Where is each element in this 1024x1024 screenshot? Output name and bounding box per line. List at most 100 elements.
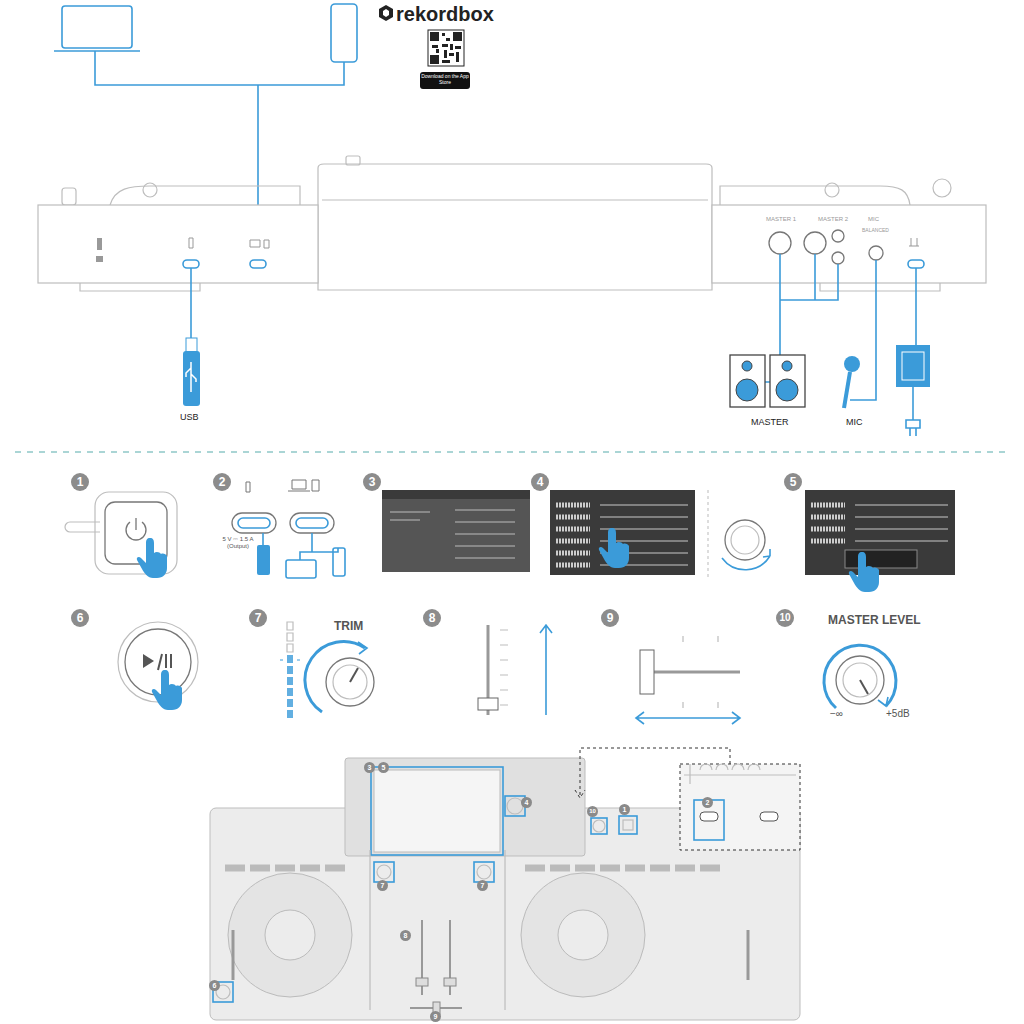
power-button bbox=[623, 820, 633, 830]
turn-arrow bbox=[824, 645, 896, 708]
port-icons bbox=[189, 238, 919, 248]
rotate-arrow bbox=[722, 556, 770, 570]
fader-ticks bbox=[500, 630, 508, 705]
knob-inner bbox=[843, 663, 877, 697]
control-name: MASTER LEVEL bbox=[828, 614, 921, 627]
tweeter bbox=[782, 361, 792, 371]
usb-wire bbox=[262, 533, 264, 545]
rear-right bbox=[712, 205, 986, 283]
port-label: MIC bbox=[868, 216, 879, 223]
fader-cap bbox=[478, 698, 498, 710]
callout-number: 2 bbox=[702, 797, 713, 808]
usb-port bbox=[183, 260, 199, 268]
separator bbox=[708, 490, 709, 578]
screen bbox=[382, 490, 530, 572]
host-port bbox=[760, 812, 778, 821]
jog-wheel bbox=[228, 873, 352, 997]
hand bbox=[137, 538, 167, 578]
usb-wire bbox=[190, 268, 192, 340]
trim-knob bbox=[477, 865, 491, 879]
screen bbox=[550, 490, 695, 575]
highlight bbox=[474, 862, 494, 882]
waveforms bbox=[811, 505, 845, 541]
popup bbox=[845, 550, 917, 568]
rotary-knob bbox=[725, 520, 765, 560]
callout-number: 9 bbox=[430, 1011, 441, 1022]
power-wire bbox=[915, 268, 917, 345]
level-meter bbox=[287, 622, 293, 652]
mixer-section bbox=[370, 850, 505, 1010]
jog-center bbox=[265, 910, 315, 960]
callout-number: 1 bbox=[619, 804, 630, 815]
callout-number: 7 bbox=[477, 880, 488, 891]
port-icons bbox=[246, 480, 319, 492]
usb-port bbox=[232, 513, 276, 533]
part-name: MIC bbox=[846, 418, 863, 428]
usb-symbol bbox=[186, 362, 196, 392]
callout-number: 3 bbox=[363, 473, 381, 491]
divider bbox=[15, 451, 1005, 452]
badge-text: Download on the App Store bbox=[420, 74, 470, 85]
pads bbox=[225, 865, 720, 872]
qr-code bbox=[428, 30, 464, 66]
callout-number: 6 bbox=[209, 980, 220, 991]
fader-cap bbox=[444, 978, 456, 986]
callout-number: 2 bbox=[213, 473, 231, 491]
knob bbox=[62, 188, 76, 205]
control-name: TRIM bbox=[334, 620, 363, 633]
callout-number: 7 bbox=[377, 880, 388, 891]
track-list bbox=[855, 505, 948, 541]
play-symbol bbox=[143, 654, 154, 668]
double-arrow bbox=[636, 712, 740, 724]
power-cable bbox=[912, 387, 914, 420]
part-name: USB bbox=[180, 413, 199, 423]
pause-symbol bbox=[158, 654, 171, 670]
level-meter-lit bbox=[287, 655, 293, 718]
power-plug bbox=[906, 420, 920, 436]
callout-number: 10 bbox=[587, 806, 598, 817]
xlr-jack bbox=[804, 232, 826, 254]
mic-handle bbox=[844, 372, 850, 408]
hand bbox=[849, 552, 879, 592]
scale-label: +5dB bbox=[886, 708, 910, 719]
top-knob bbox=[346, 156, 360, 165]
lock-icon bbox=[96, 238, 103, 262]
knob-pointer bbox=[350, 668, 358, 682]
hand bbox=[599, 528, 629, 568]
spec-label: 5 V ⎓ 1.5 A (Output) bbox=[218, 536, 258, 549]
arrow-head bbox=[763, 549, 770, 557]
mic-head bbox=[844, 356, 860, 372]
callout-number: 6 bbox=[71, 609, 89, 627]
knob bbox=[933, 179, 951, 197]
master-level-knob bbox=[593, 820, 605, 832]
part-name: MASTER bbox=[751, 418, 789, 428]
screen bbox=[374, 770, 500, 852]
screen-items bbox=[390, 510, 515, 558]
inset-detail bbox=[684, 764, 796, 784]
adapter-line bbox=[902, 352, 924, 380]
trim-knob-inner bbox=[333, 665, 367, 699]
mic-wire bbox=[850, 260, 876, 400]
arrow-head bbox=[358, 642, 367, 654]
callout-number: 7 bbox=[249, 609, 267, 627]
callout-number: 5 bbox=[378, 762, 389, 773]
rca-jack bbox=[832, 230, 844, 242]
power-adapter bbox=[896, 345, 930, 387]
waveforms bbox=[556, 505, 590, 565]
faders bbox=[410, 920, 462, 1008]
feet bbox=[80, 283, 940, 291]
host-port-inner bbox=[296, 518, 328, 528]
highlight bbox=[371, 767, 503, 855]
meter-marker bbox=[280, 660, 300, 661]
screen-housing bbox=[345, 758, 585, 856]
turn-arrow bbox=[305, 641, 365, 712]
rekordbox-icon bbox=[379, 5, 393, 21]
callout-number: 9 bbox=[601, 609, 619, 627]
callout-number: 1 bbox=[71, 473, 89, 491]
trim-knob bbox=[326, 658, 374, 706]
speaker bbox=[770, 355, 805, 407]
xlr-jack bbox=[769, 232, 791, 254]
tempo-faders bbox=[233, 930, 748, 980]
screen-housing bbox=[318, 164, 712, 290]
crossfader-ticks bbox=[683, 636, 718, 708]
